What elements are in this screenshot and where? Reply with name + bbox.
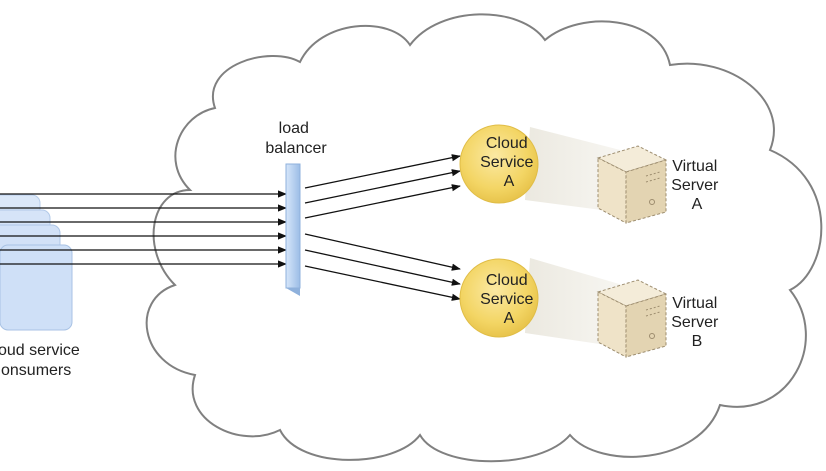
server-b-label: Virtual Server B — [671, 295, 723, 350]
cloud-service-icon — [459, 124, 539, 204]
consumers-label: oud service onsumers — [0, 342, 84, 379]
cloud-service-icon — [459, 258, 539, 338]
load-balancer-label: load balancer — [265, 120, 327, 157]
client-stack-icon — [0, 194, 73, 331]
arrows-to-service-bottom — [304, 233, 461, 301]
cloud-boundary — [145, 13, 823, 463]
incoming-requests — [0, 190, 287, 268]
virtual-server-icon — [596, 279, 668, 358]
virtual-server-icon — [596, 145, 668, 224]
service-bottom-label: Cloud Service A — [480, 272, 538, 327]
server-a-label: Virtual Server A — [671, 158, 723, 213]
arrows-to-service-top — [304, 154, 461, 219]
service-top-label: Cloud Service A — [480, 135, 538, 190]
load-balancer-icon — [285, 163, 301, 296]
